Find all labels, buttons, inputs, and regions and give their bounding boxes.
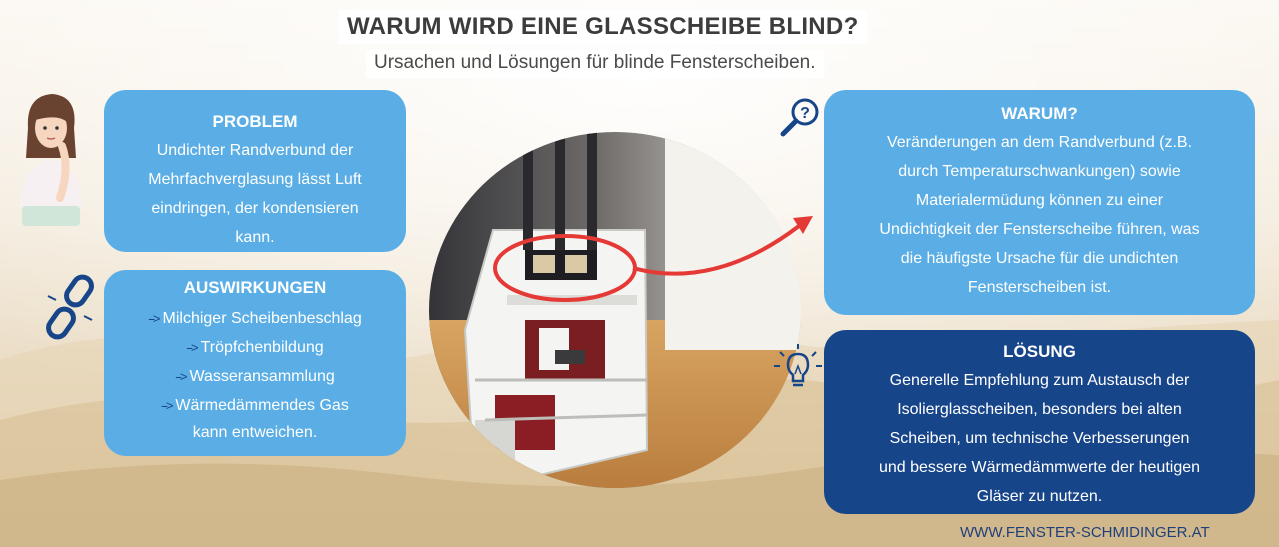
lightbulb-icon: [774, 344, 822, 387]
problem-card: PROBLEM Undichter Randverbund der Mehrfa…: [104, 90, 406, 252]
why-line: durch Temperaturschwankungen) sowie: [898, 163, 1181, 180]
problem-line: Undichter Randverbund der: [156, 142, 354, 159]
magnifier-question-icon: ?: [780, 98, 819, 137]
solution-line: und bessere Wärmedämmwerte der heutigen: [878, 459, 1201, 476]
solution-line: Isolierglasscheiben, besonders bei alten: [897, 401, 1182, 418]
solution-line: Scheiben, um technische Verbesserungen: [889, 430, 1190, 447]
window-profile-photo: [429, 132, 813, 488]
arrow-right-icon: -->: [161, 398, 173, 413]
highlight-arrow: [632, 224, 801, 276]
thinking-woman-icon: [20, 94, 82, 226]
list-item: -->Wasseransammlung: [175, 368, 335, 385]
why-card: WARUM? Veränderungen an dem Randverbund …: [824, 90, 1255, 315]
list-item: -->Tröpfchenbildung: [186, 339, 324, 356]
problem-line: eindringen, der kondensieren: [151, 200, 359, 217]
why-line: Fensterscheiben ist.: [967, 279, 1112, 296]
solution-card: LÖSUNG Generelle Empfehlung zum Austausc…: [824, 330, 1255, 514]
solution-heading: LÖSUNG: [1003, 342, 1076, 361]
problem-line: kann.: [235, 229, 275, 246]
why-line: Undichtigkeit der Fensterscheibe führen,…: [879, 221, 1200, 238]
arrow-right-icon: -->: [148, 311, 160, 326]
effects-list: -->Milchiger Scheibenbeschlag -->Tröpfch…: [112, 304, 398, 446]
svg-text:?: ?: [800, 105, 810, 122]
page-subtitle: Ursachen und Lösungen für blinde Fenster…: [366, 50, 824, 78]
arrow-right-icon: -->: [175, 369, 187, 384]
solution-line: Gläser zu nutzen.: [976, 488, 1103, 505]
why-line: Veränderungen an dem Randverbund (z.B.: [886, 134, 1193, 151]
page-title: WARUM WIRD EINE GLASSCHEIBE BLIND?: [339, 10, 867, 44]
solution-line: Generelle Empfehlung zum Austausch der: [889, 372, 1190, 389]
problem-heading: PROBLEM: [212, 112, 298, 131]
arrow-right-icon: -->: [186, 340, 198, 355]
list-item: -->Wärmedämmendes Gas kann entweichen.: [112, 391, 398, 446]
broken-chain-icon: [46, 274, 94, 340]
effects-heading: AUSWIRKUNGEN: [183, 278, 327, 297]
effects-card: AUSWIRKUNGEN -->Milchiger Scheibenbeschl…: [104, 270, 406, 456]
why-line: Materialermüdung können zu einer: [915, 192, 1164, 209]
problem-line: Mehrfachverglasung lässt Luft: [148, 171, 362, 188]
list-item: -->Milchiger Scheibenbeschlag: [148, 310, 362, 327]
why-line: die häufigste Ursache für die undichten: [900, 250, 1179, 267]
list-item-continuation: kann entweichen.: [192, 424, 318, 441]
website-url: WWW.FENSTER-SCHMIDINGER.AT: [960, 524, 1210, 541]
why-heading: WARUM?: [1001, 104, 1078, 123]
